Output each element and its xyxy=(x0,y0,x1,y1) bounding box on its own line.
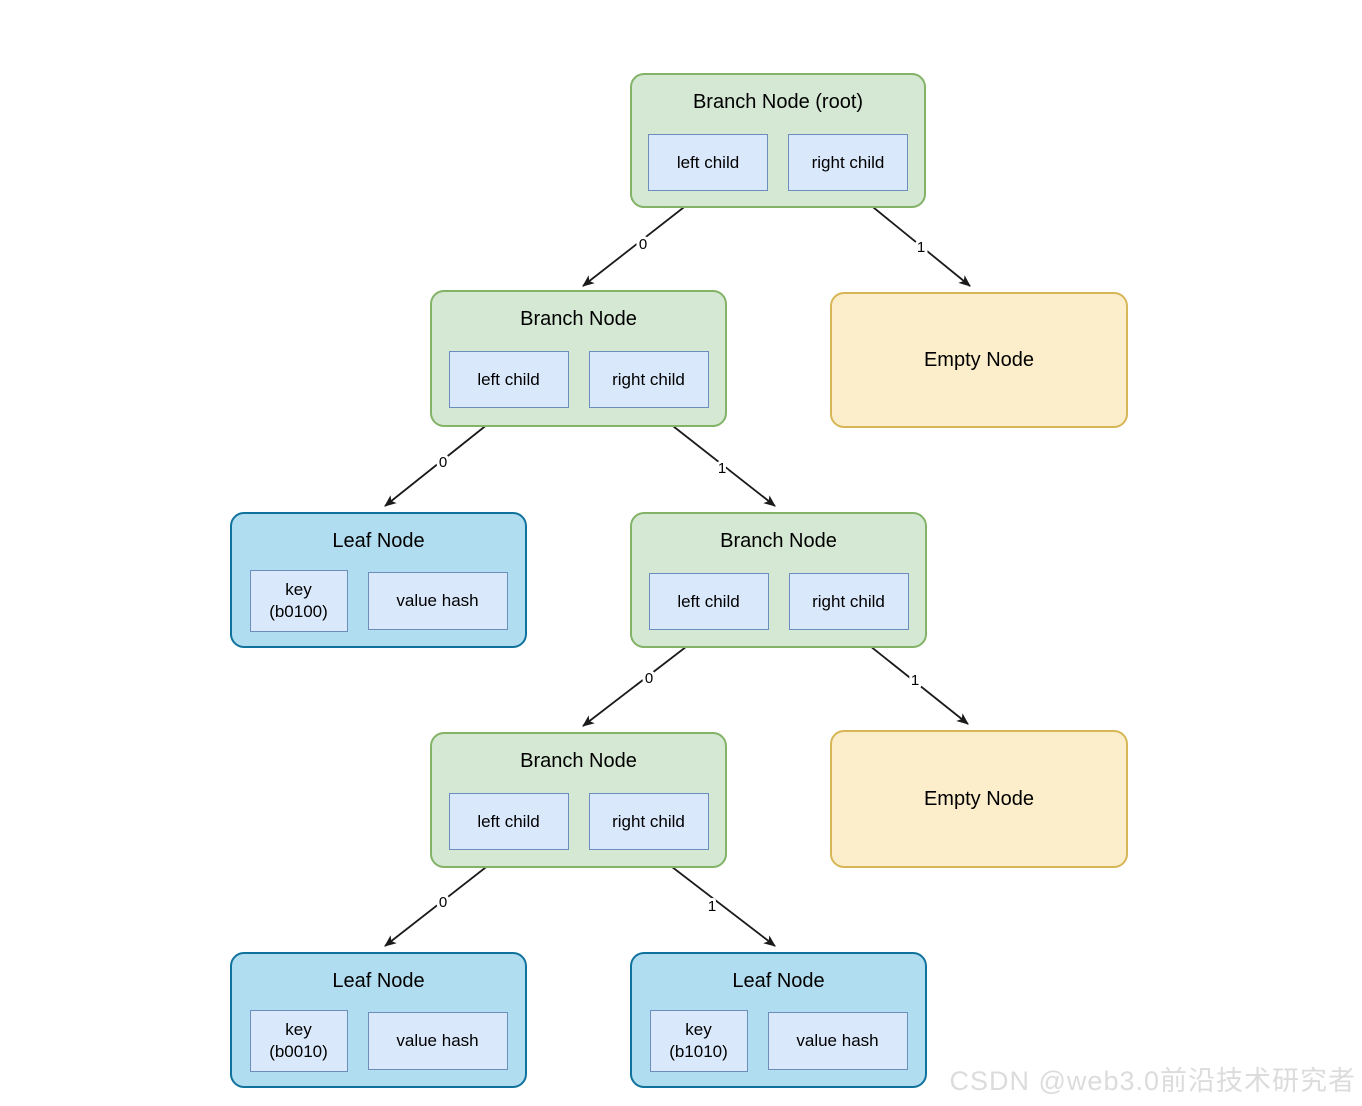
node-branch-l4: Branch Node left child right child xyxy=(430,732,727,868)
node-title: Leaf Node xyxy=(332,970,425,992)
left-child-slot: left child xyxy=(448,793,569,850)
right-child-slot: right child xyxy=(588,793,709,850)
edge-label: 0 xyxy=(639,236,647,253)
value-hash-slot: value hash xyxy=(367,1012,508,1070)
key-slot: key (b0010) xyxy=(249,1010,348,1072)
node-leaf-b1010: Leaf Node key (b1010) value hash xyxy=(630,952,927,1088)
node-leaf-b0010: Leaf Node key (b0010) value hash xyxy=(230,952,527,1088)
node-title: Empty Node xyxy=(923,349,1035,371)
node-title: Empty Node xyxy=(923,788,1035,810)
value-hash-slot: value hash xyxy=(767,1012,908,1070)
edge-label: 1 xyxy=(911,672,919,689)
edge-label: 0 xyxy=(439,454,447,471)
csdn-watermark: CSDN @web3.0前沿技术研究者 xyxy=(949,1066,1356,1096)
node-branch-root: Branch Node (root) left child right chil… xyxy=(630,73,926,208)
edge-label: 1 xyxy=(917,239,925,256)
node-title: Leaf Node xyxy=(732,970,825,992)
key-label: key xyxy=(285,580,312,599)
node-leaf-b0100: Leaf Node key (b0100) value hash xyxy=(230,512,527,648)
key-slot: key (b1010) xyxy=(649,1010,748,1072)
edge-label: 1 xyxy=(708,898,716,915)
left-child-slot: left child xyxy=(648,134,768,191)
node-title: Branch Node (root) xyxy=(692,91,864,113)
left-child-slot: left child xyxy=(648,573,769,630)
value-hash-slot: value hash xyxy=(367,572,508,630)
key-label: key xyxy=(685,1020,712,1039)
key-label: key xyxy=(285,1020,312,1039)
node-title: Leaf Node xyxy=(332,530,425,552)
key-value: (b1010) xyxy=(669,1042,728,1061)
node-empty-1: Empty Node xyxy=(830,292,1128,428)
node-branch-l3: Branch Node left child right child xyxy=(630,512,927,648)
node-title: Branch Node xyxy=(720,530,837,552)
key-value: (b0010) xyxy=(269,1042,328,1061)
node-branch-l2: Branch Node left child right child xyxy=(430,290,727,427)
node-empty-2: Empty Node xyxy=(830,730,1128,868)
node-title: Branch Node xyxy=(520,308,637,330)
right-child-slot: right child xyxy=(788,573,909,630)
left-child-slot: left child xyxy=(448,351,569,408)
key-value: (b0100) xyxy=(269,602,328,621)
right-child-slot: right child xyxy=(788,134,908,191)
edge-label: 0 xyxy=(645,670,653,687)
key-slot: key (b0100) xyxy=(249,570,348,632)
node-title: Branch Node xyxy=(520,750,637,772)
edge-label: 1 xyxy=(718,460,726,477)
right-child-slot: right child xyxy=(588,351,709,408)
edge-label: 0 xyxy=(439,894,447,911)
